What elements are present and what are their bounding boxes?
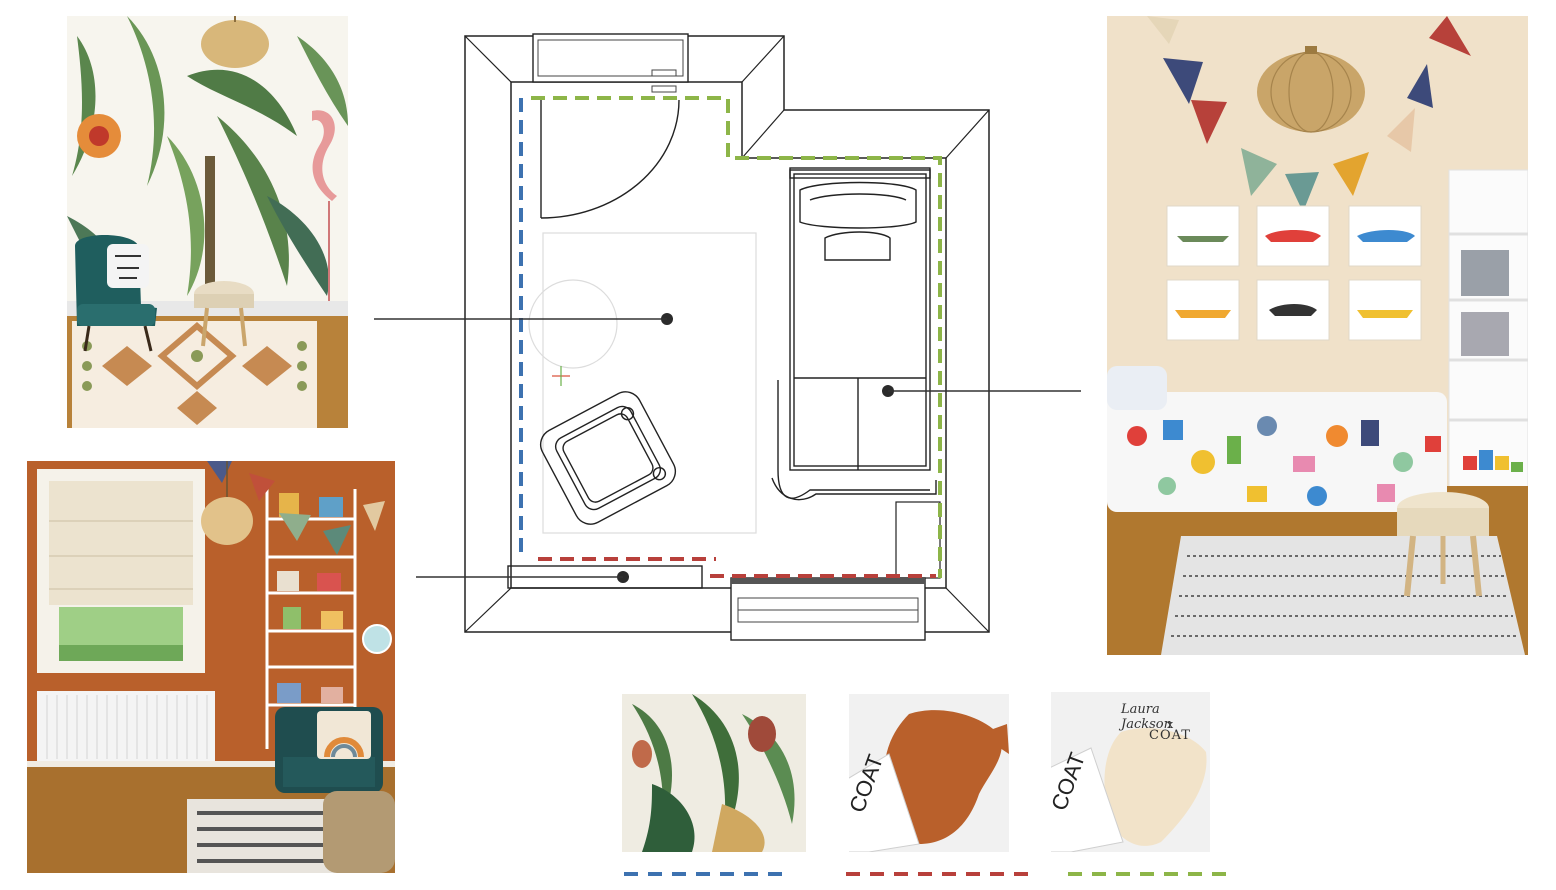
swatch-cream-paint: COAT Laura Jackson x COAT [1051, 692, 1210, 852]
moodboard-terracotta-reading-nook [27, 461, 395, 873]
duvet-pattern [1127, 416, 1441, 506]
callout-lines [374, 318, 1081, 578]
floor-plan [440, 20, 1020, 660]
swatch-jungle-wallpaper [622, 694, 806, 852]
swatch-terracotta-paint: COAT [849, 694, 1009, 852]
airplane-print-grid [1166, 205, 1422, 341]
swatch-legend [624, 872, 1228, 876]
moodboard-jungle-reading-corner [67, 16, 348, 428]
paint-collab-signature: Laura Jackson [1121, 702, 1172, 732]
paint-collab-brand: COAT [1149, 728, 1191, 743]
moodboard-airplane-bedroom [1107, 16, 1528, 655]
paint-collab-x: x [1167, 718, 1175, 731]
